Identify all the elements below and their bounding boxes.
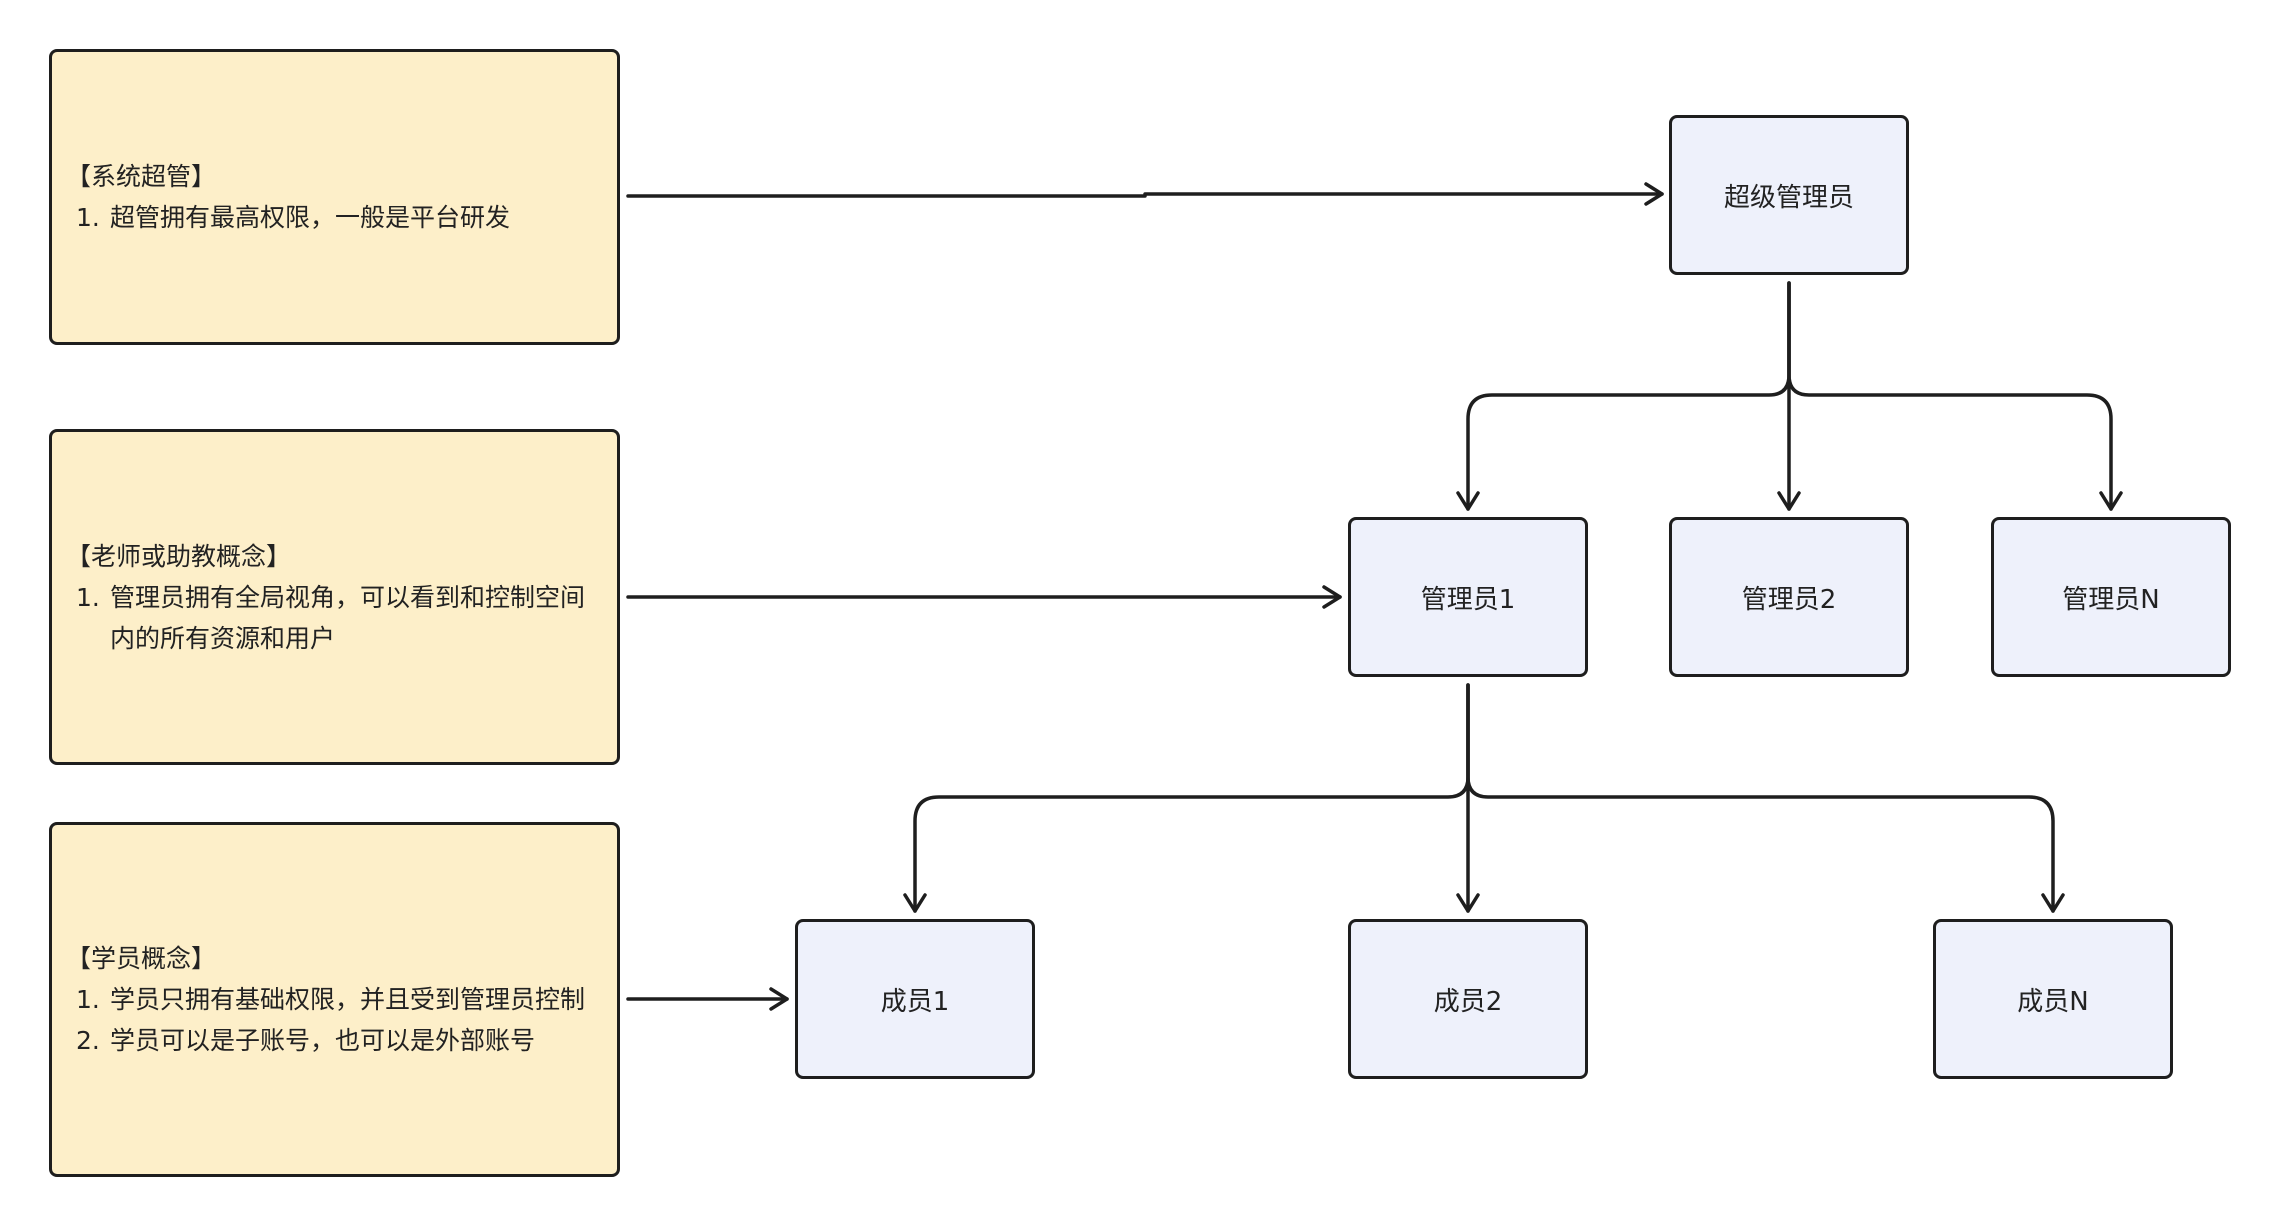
node-member-1[interactable]: 成员1 xyxy=(795,919,1035,1079)
node-super-admin[interactable]: 超级管理员 xyxy=(1669,115,1909,275)
node-label: 超级管理员 xyxy=(1723,182,1854,213)
note-list: 1. 管理员拥有全局视角，可以看到和控制空间内的所有资源和用户 xyxy=(66,577,599,659)
node-label: 成员N xyxy=(2017,986,2089,1017)
node-label: 成员2 xyxy=(1433,986,1503,1017)
note-list: 1. 学员只拥有基础权限，并且受到管理员控制 2. 学员可以是子账号，也可以是外… xyxy=(66,979,599,1061)
note-list: 1. 超管拥有最高权限，一般是平台研发 xyxy=(66,197,599,238)
node-member-2[interactable]: 成员2 xyxy=(1348,919,1588,1079)
list-number: 1. xyxy=(76,985,100,1014)
list-number: 1. xyxy=(76,203,100,232)
note-list-item: 2. 学员可以是子账号，也可以是外部账号 xyxy=(66,1020,599,1061)
node-admin-2[interactable]: 管理员2 xyxy=(1669,517,1909,677)
note-system-super-admin: 【系统超管】 1. 超管拥有最高权限，一般是平台研发 xyxy=(49,49,620,345)
node-label: 管理员1 xyxy=(1420,584,1516,615)
note-heading: 【系统超管】 xyxy=(66,162,217,191)
node-label: 管理员N xyxy=(2062,584,2160,615)
list-number: 2. xyxy=(76,1026,100,1055)
connector-admin1-to-member1 xyxy=(903,683,1470,913)
note-student: 【学员概念】 1. 学员只拥有基础权限，并且受到管理员控制 2. 学员可以是子账… xyxy=(49,822,620,1177)
note-heading: 【老师或助教概念】 xyxy=(66,541,292,571)
node-label: 管理员2 xyxy=(1741,584,1837,615)
note-list-item: 1. 学员只拥有基础权限，并且受到管理员控制 xyxy=(66,979,599,1020)
connector-super-to-adminn xyxy=(1787,281,2123,511)
node-admin-1[interactable]: 管理员1 xyxy=(1348,517,1588,677)
list-item-text: 学员只拥有基础权限，并且受到管理员控制 xyxy=(110,985,586,1014)
node-admin-n[interactable]: 管理员N xyxy=(1991,517,2231,677)
note-list-item: 1. 超管拥有最高权限，一般是平台研发 xyxy=(66,197,599,238)
connector-admin1-to-membern xyxy=(1466,683,2065,913)
list-item-text: 学员可以是子账号，也可以是外部账号 xyxy=(110,1026,536,1055)
list-item-text: 管理员拥有全局视角，可以看到和控制空间内的所有资源和用户 xyxy=(110,582,586,653)
note-teacher-assistant: 【老师或助教概念】 1. 管理员拥有全局视角，可以看到和控制空间内的所有资源和用… xyxy=(49,429,620,765)
list-number: 1. xyxy=(76,582,100,612)
note-heading: 【学员概念】 xyxy=(66,944,217,973)
connector-super-to-admin1 xyxy=(1456,281,1791,511)
node-member-n[interactable]: 成员N xyxy=(1933,919,2173,1079)
note-list-item: 1. 管理员拥有全局视角，可以看到和控制空间内的所有资源和用户 xyxy=(66,577,599,659)
arrow-note1-to-super-admin xyxy=(626,182,1664,206)
node-label: 成员1 xyxy=(880,986,950,1017)
list-item-text: 超管拥有最高权限，一般是平台研发 xyxy=(110,203,511,232)
